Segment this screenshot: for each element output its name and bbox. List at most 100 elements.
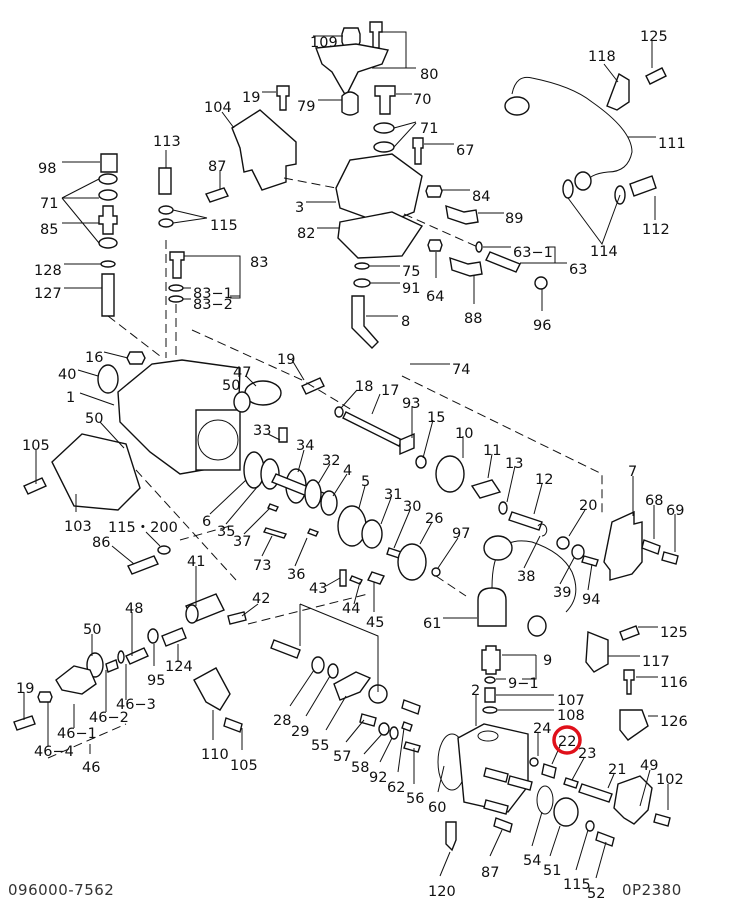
- leader-line: [243, 507, 271, 535]
- leader-line: [332, 473, 348, 497]
- leader-line: [291, 359, 305, 381]
- part-8-lever: [351, 295, 379, 349]
- part-9-1-oring: [484, 676, 496, 684]
- callout-117: 117: [642, 654, 670, 670]
- part-24-ball: [529, 757, 539, 767]
- part-79-spring: [341, 91, 359, 116]
- part-125-bolt-a: [645, 67, 667, 85]
- part-2-valve-b: [507, 775, 533, 791]
- dash-line: [107, 315, 161, 357]
- part-2-valve-c: [483, 799, 509, 815]
- part-32-ring: [304, 479, 322, 509]
- part-128-oring: [100, 260, 116, 268]
- callout-115: 115: [563, 877, 591, 893]
- part-52-bolt: [595, 831, 615, 847]
- callout-21: 21: [608, 762, 626, 778]
- part-108-washer: [482, 706, 498, 714]
- part-61-solenoid: [477, 587, 507, 627]
- callout-3: 3: [295, 200, 304, 216]
- part-31-plate: [361, 519, 383, 549]
- dash-line: [179, 525, 231, 541]
- leader-line: [289, 669, 315, 707]
- leader-line: [437, 765, 445, 793]
- callout-58: 58: [351, 760, 369, 776]
- leader-line: [531, 811, 543, 847]
- callout-19: 19: [16, 681, 34, 697]
- leader-line: [294, 537, 308, 567]
- callout-46-3: 46−3: [116, 697, 156, 713]
- part-19-bolt-c: [13, 715, 36, 731]
- part-64-nut: [427, 239, 443, 252]
- part-95-washer: [147, 628, 159, 644]
- callout-62: 62: [387, 780, 405, 796]
- part-58-washer: [378, 722, 390, 736]
- leader-line: [639, 769, 651, 807]
- callout-16: 16: [85, 350, 103, 366]
- callout-74: 74: [452, 362, 470, 378]
- part-1-housing-bore: [197, 419, 239, 461]
- part-110-valve: [193, 667, 231, 711]
- leader-line: [568, 509, 586, 537]
- callout-9: 9: [543, 653, 552, 669]
- callout-50: 50: [222, 378, 240, 394]
- part-118-bracket: [606, 72, 630, 111]
- callout-37: 37: [233, 534, 251, 550]
- callout-61: 61: [423, 616, 441, 632]
- dash-line: [283, 177, 337, 189]
- leader-line: [221, 111, 235, 129]
- part-73-pin: [263, 527, 287, 539]
- part-87-bolt-b: [493, 817, 513, 833]
- part-92-washer: [389, 726, 399, 740]
- callout-107: 107: [557, 693, 585, 709]
- part-62-spring: [401, 721, 413, 732]
- part-115-washer-b: [158, 218, 174, 228]
- callout-10: 10: [455, 426, 473, 442]
- part-46-3-oring: [117, 650, 125, 664]
- part-1-housing-flange: [195, 409, 241, 471]
- callout-125: 125: [640, 29, 668, 45]
- leader-line: [325, 577, 341, 587]
- callout-116: 116: [660, 675, 688, 691]
- leader-line: [371, 393, 381, 415]
- leader-line: [358, 485, 366, 509]
- part-97-ball: [431, 567, 441, 577]
- leader-line: [439, 851, 451, 877]
- callout-12: 12: [535, 472, 553, 488]
- callout-46-4: 46−4: [34, 744, 74, 760]
- leader-line: [261, 535, 273, 557]
- part-75-oring: [354, 262, 370, 270]
- callout-6: 6: [202, 514, 211, 530]
- part-51-plug: [553, 797, 579, 827]
- callout-33: 33: [253, 423, 271, 439]
- callout-63-1: 63−1: [513, 245, 553, 261]
- callout-34: 34: [296, 438, 314, 454]
- callout-112: 112: [642, 222, 670, 238]
- part-33-key: [278, 427, 288, 443]
- part-112-bolt: [629, 175, 657, 197]
- callout-18: 18: [355, 379, 373, 395]
- callout-91: 91: [402, 281, 420, 297]
- part-61-solenoid-head: [483, 535, 513, 561]
- dash-line: [435, 575, 467, 597]
- part-26-cam-disk: [397, 543, 427, 581]
- leader-line: [397, 727, 405, 773]
- callout-60: 60: [428, 800, 446, 816]
- callout-19: 19: [242, 90, 260, 106]
- part-116-bolt: [623, 669, 635, 695]
- dash-line: [47, 723, 127, 759]
- part-17-shaft: [342, 411, 403, 447]
- part-96-plug: [534, 276, 548, 290]
- callout-68: 68: [645, 493, 663, 509]
- callout-105: 105: [22, 438, 50, 454]
- part-111-pipe-nipple: [574, 171, 592, 191]
- leader-line: [103, 351, 129, 359]
- callout-57: 57: [333, 749, 351, 765]
- callout-50: 50: [83, 622, 101, 638]
- callout-102: 102: [656, 772, 684, 788]
- part-10-rotor: [435, 455, 465, 493]
- part-71-washer-c: [98, 173, 118, 185]
- callout-115: 115: [210, 218, 238, 234]
- part-113-valve: [158, 167, 172, 195]
- callout-86: 86: [92, 535, 110, 551]
